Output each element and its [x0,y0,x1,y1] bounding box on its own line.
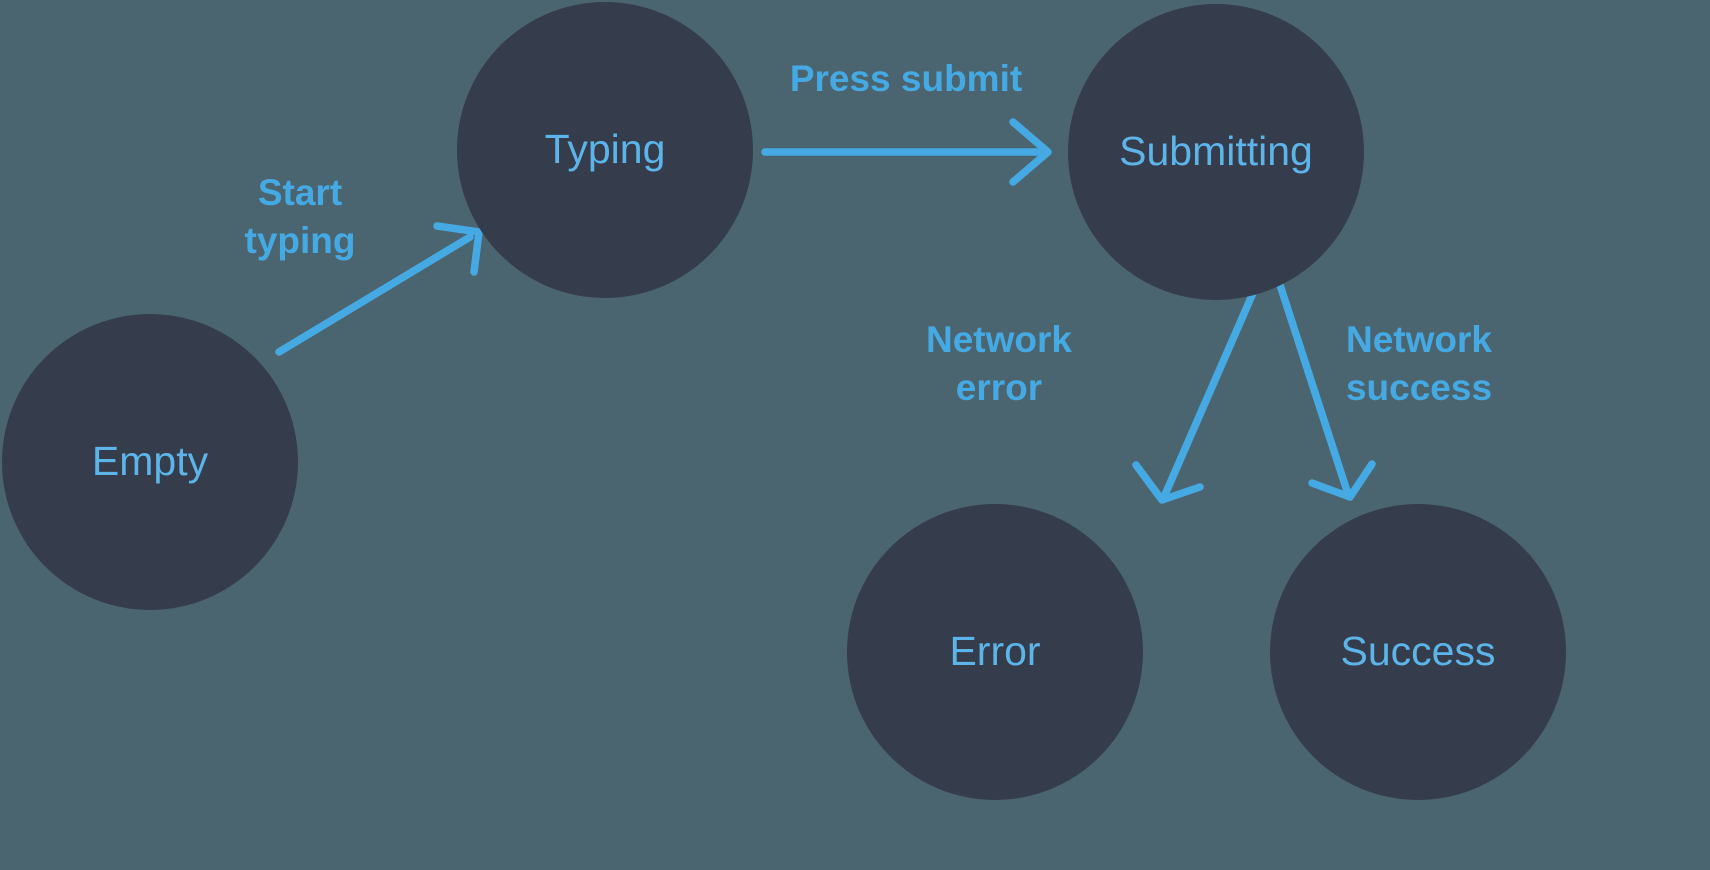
state-node-empty-label: Empty [92,438,209,484]
transition-line-start-typing [275,233,474,356]
state-node-error[interactable]: Error [847,504,1143,800]
transition-start-typing[interactable]: Start typing [245,172,483,356]
transition-label-network-error-line2: error [956,367,1042,408]
state-node-submitting-circle [1068,4,1364,300]
transition-label-network-error-line1: Network [926,319,1072,360]
transition-label-start-typing-line2: typing [245,220,356,261]
transition-label-start-typing-line1: Start [258,172,342,213]
transition-label-network-success-line2: success [1346,367,1492,408]
state-node-submitting-label: Submitting [1119,128,1313,174]
transition-line-network-success [1276,281,1352,498]
arrowhead-network-success [1308,460,1376,501]
state-node-error-label: Error [949,628,1040,674]
state-node-empty[interactable]: Empty [2,314,298,610]
transition-network-success[interactable]: Network success [1276,281,1492,501]
transition-line-network-error [1160,289,1257,501]
transition-network-error[interactable]: Network error [926,289,1257,504]
arrowhead-network-error [1132,461,1204,504]
state-node-success-circle [1270,504,1566,800]
state-node-success[interactable]: Success [1270,504,1566,800]
arrowhead-start-typing [433,222,483,276]
transition-label-network-success-line1: Network [1346,319,1492,360]
state-node-submitting[interactable]: Submitting [1068,4,1364,300]
state-node-success-label: Success [1341,628,1496,674]
state-node-empty-circle [2,314,298,610]
state-node-typing-label: Typing [545,126,666,172]
state-node-typing[interactable]: Typing [457,2,753,298]
transition-press-submit[interactable]: Press submit [761,58,1052,186]
state-node-typing-circle [457,2,753,298]
arrowhead-press-submit [1009,118,1052,186]
state-node-error-circle [847,504,1143,800]
transition-label-press-submit: Press submit [790,58,1022,99]
